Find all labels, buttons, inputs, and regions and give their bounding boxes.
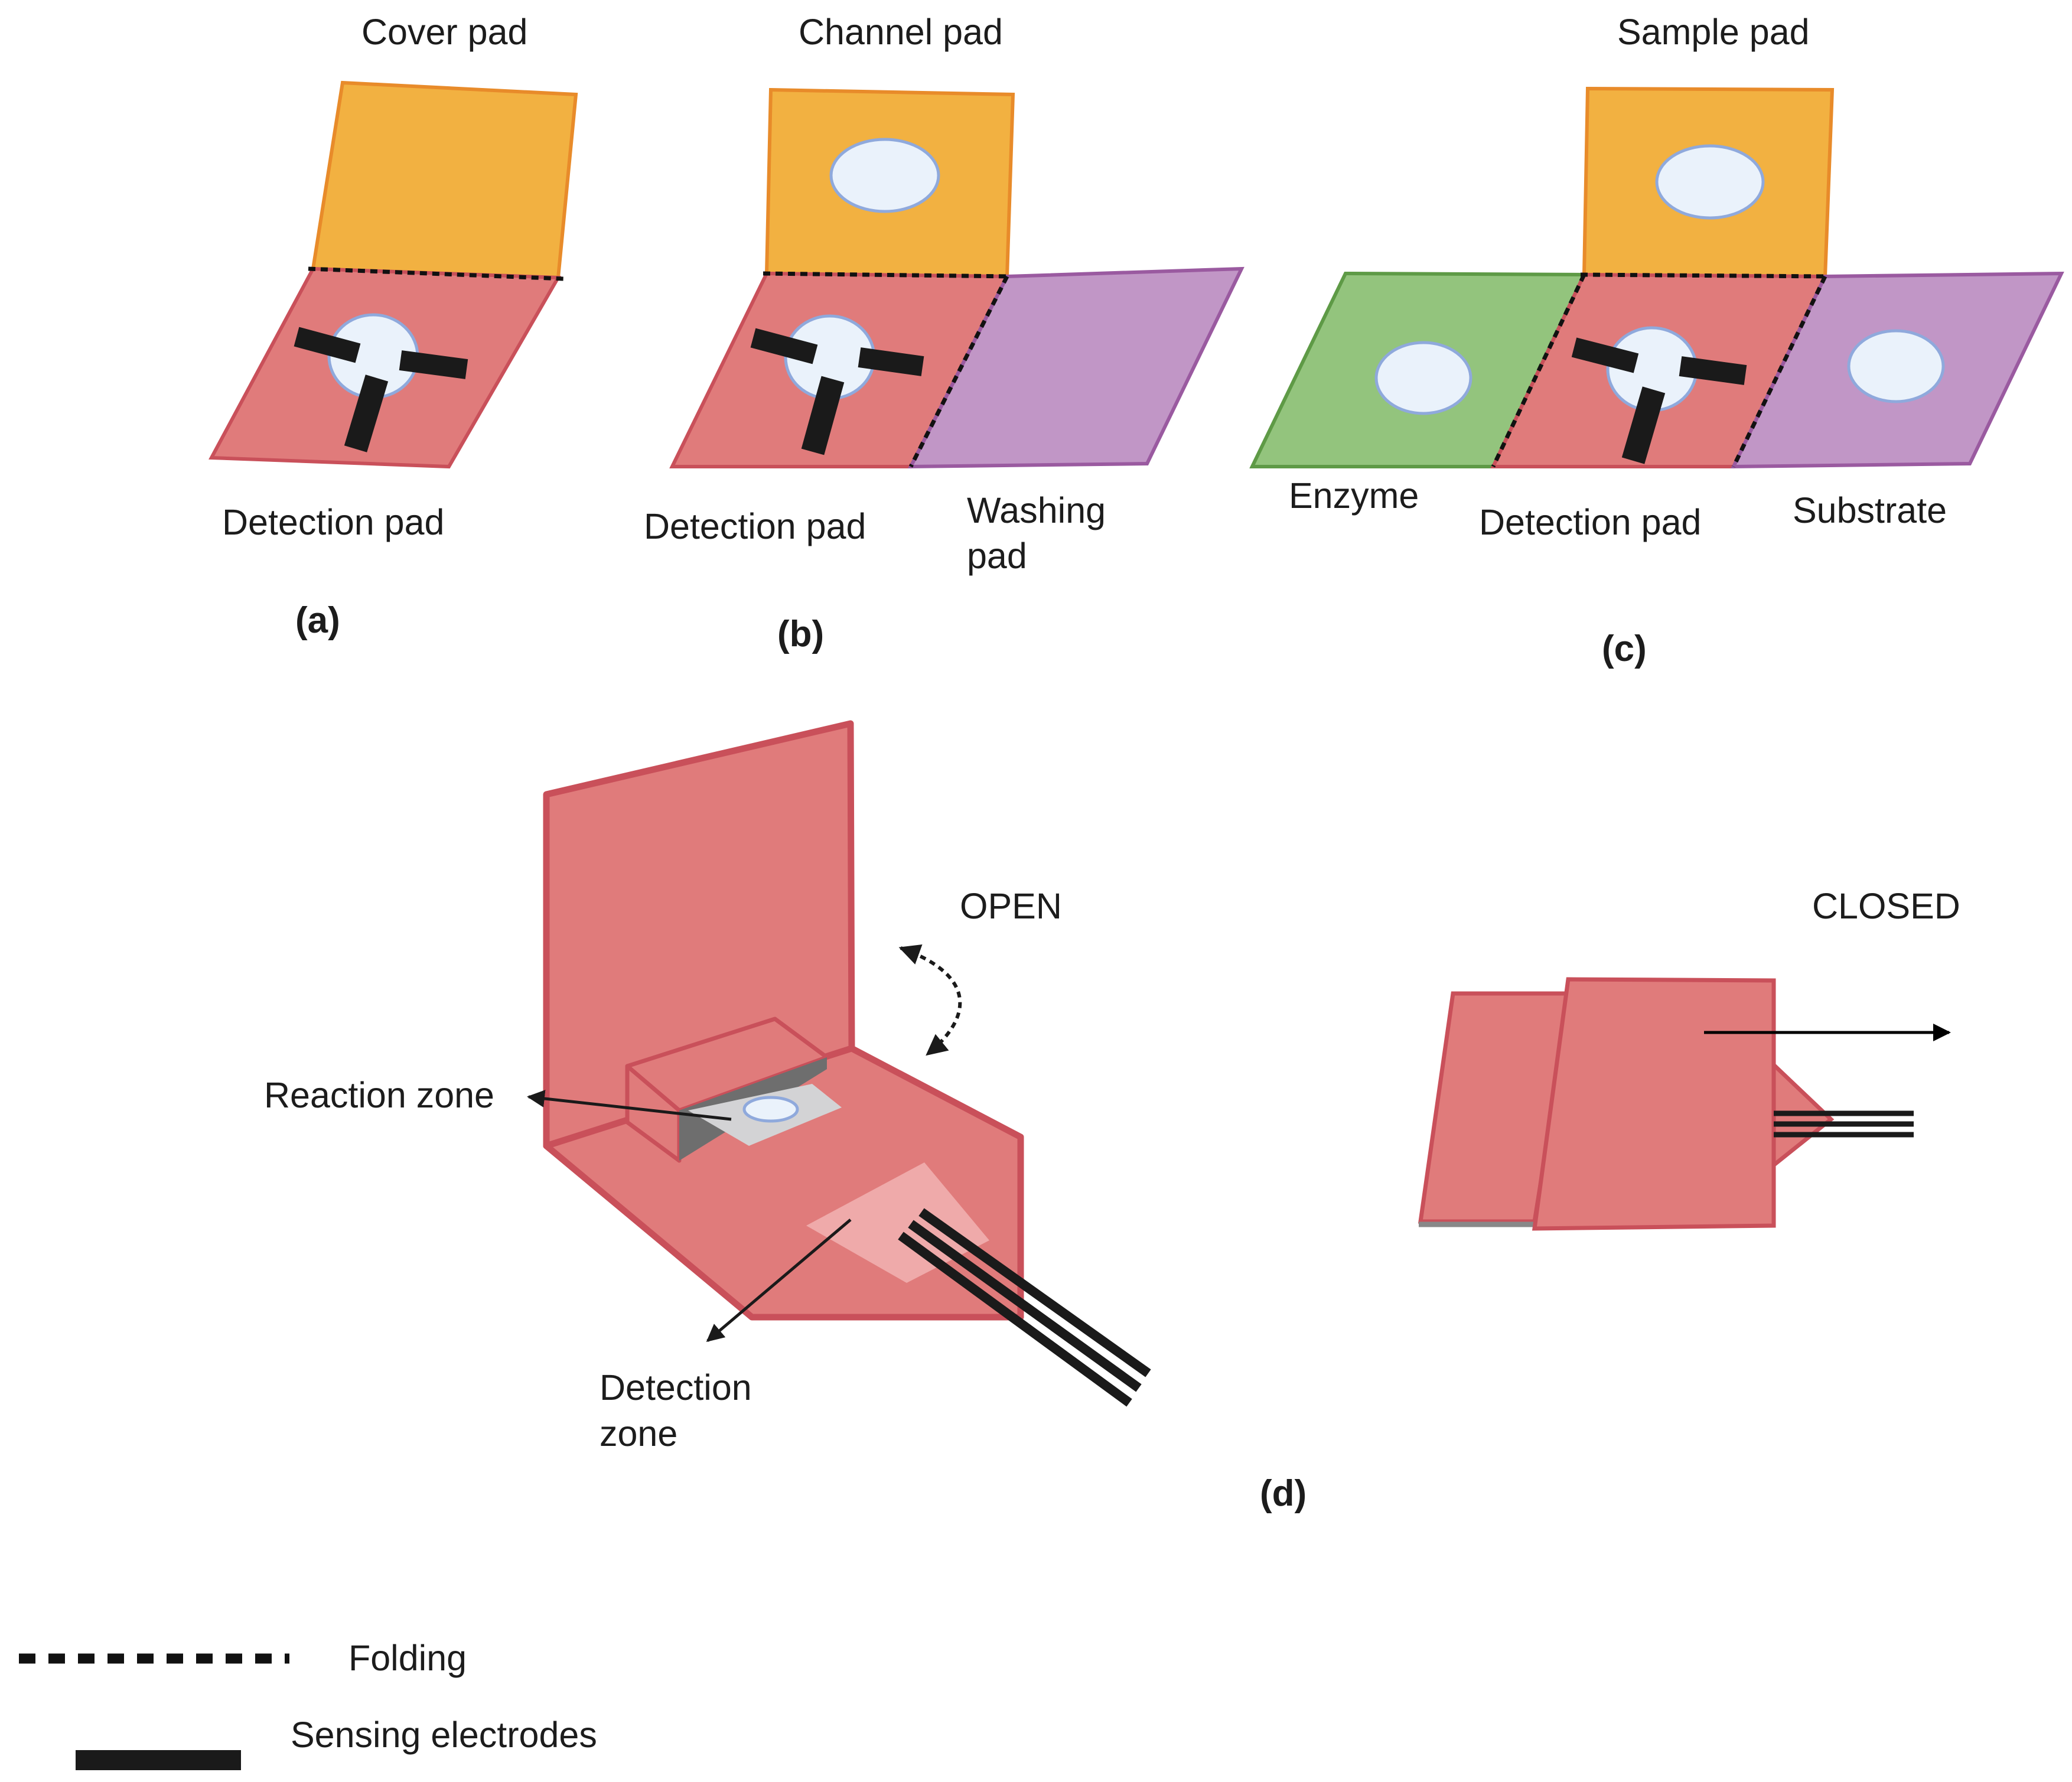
electrode-right	[1679, 356, 1747, 385]
sensing-electrodes-a	[294, 327, 468, 452]
legend-electrodes-label: Sensing electrodes	[291, 1715, 597, 1755]
detection-zone-label-line1: Detection	[600, 1367, 752, 1408]
closed-device-electrodes	[1774, 1110, 1914, 1138]
panel-a-label: (a)	[295, 600, 340, 641]
legend-folding-label: Folding	[348, 1638, 467, 1678]
sensing-electrodes-b	[750, 328, 924, 455]
open-label: OPEN	[960, 886, 1062, 926]
electrode-left	[1571, 337, 1639, 373]
electrode-right	[858, 347, 924, 376]
folding-line-c-right	[1731, 275, 1827, 468]
open-device-electrodes	[898, 1208, 1151, 1407]
reaction-zone-label: Reaction zone	[264, 1075, 494, 1115]
panel-b	[669, 87, 1244, 469]
detection-zone-pointer	[706, 1219, 852, 1342]
folding-line-b-side	[908, 275, 1009, 468]
enzyme-well	[1374, 341, 1472, 415]
cover-pad	[311, 80, 578, 280]
washing-pad-label-line2: pad	[967, 536, 1027, 576]
panel-d-label: (d)	[1260, 1473, 1307, 1514]
detection-zone-label-line2: zone	[600, 1413, 678, 1454]
reaction-zone-pointer	[527, 1090, 732, 1121]
folding-line-a	[308, 266, 565, 281]
electrode-left	[294, 327, 361, 363]
channel-well	[829, 138, 940, 213]
enzyme-pad-label: Enzyme	[1289, 475, 1419, 516]
sample-pad-label: Sample pad	[1617, 12, 1810, 52]
electrode-bottom	[801, 376, 845, 455]
legend	[19, 1653, 289, 1770]
electrode-line	[908, 1220, 1142, 1392]
electrode-left	[750, 328, 818, 364]
substrate-pad-label: Substrate	[1793, 490, 1947, 530]
electrode-line	[898, 1232, 1132, 1407]
folding-line-c-top	[1580, 272, 1829, 279]
folding-line-b-top	[763, 271, 1011, 279]
closed-label: CLOSED	[1812, 886, 1960, 926]
cover-pad-label: Cover pad	[361, 12, 528, 52]
panel-c-label: (c)	[1602, 628, 1647, 669]
washing-pad-label-line1: Washing	[967, 490, 1106, 530]
detection-pad-b-label: Detection pad	[644, 506, 866, 546]
channel-pad-label: Channel pad	[799, 12, 1003, 52]
electrode-bottom	[1621, 386, 1666, 464]
detection-pad-a-label: Detection pad	[222, 502, 445, 542]
detection-pad-c-label: Detection pad	[1479, 502, 1702, 542]
open-device	[527, 720, 1151, 1407]
sample-well	[1655, 144, 1765, 220]
closed-device	[1418, 977, 1951, 1231]
electrode-line	[918, 1208, 1151, 1377]
panel-b-label: (b)	[777, 614, 825, 654]
electrode-right	[399, 350, 468, 379]
open-fold-arrow	[898, 944, 962, 1056]
substrate-well	[1847, 329, 1945, 403]
panel-a	[208, 80, 578, 469]
folding-line-c-left	[1491, 273, 1586, 468]
closed-device-front	[1532, 977, 1776, 1231]
electrode-bottom	[344, 374, 389, 452]
panel-c	[1249, 86, 2064, 469]
reaction-zone-well	[742, 1096, 799, 1123]
sensing-electrodes-c	[1571, 337, 1747, 464]
